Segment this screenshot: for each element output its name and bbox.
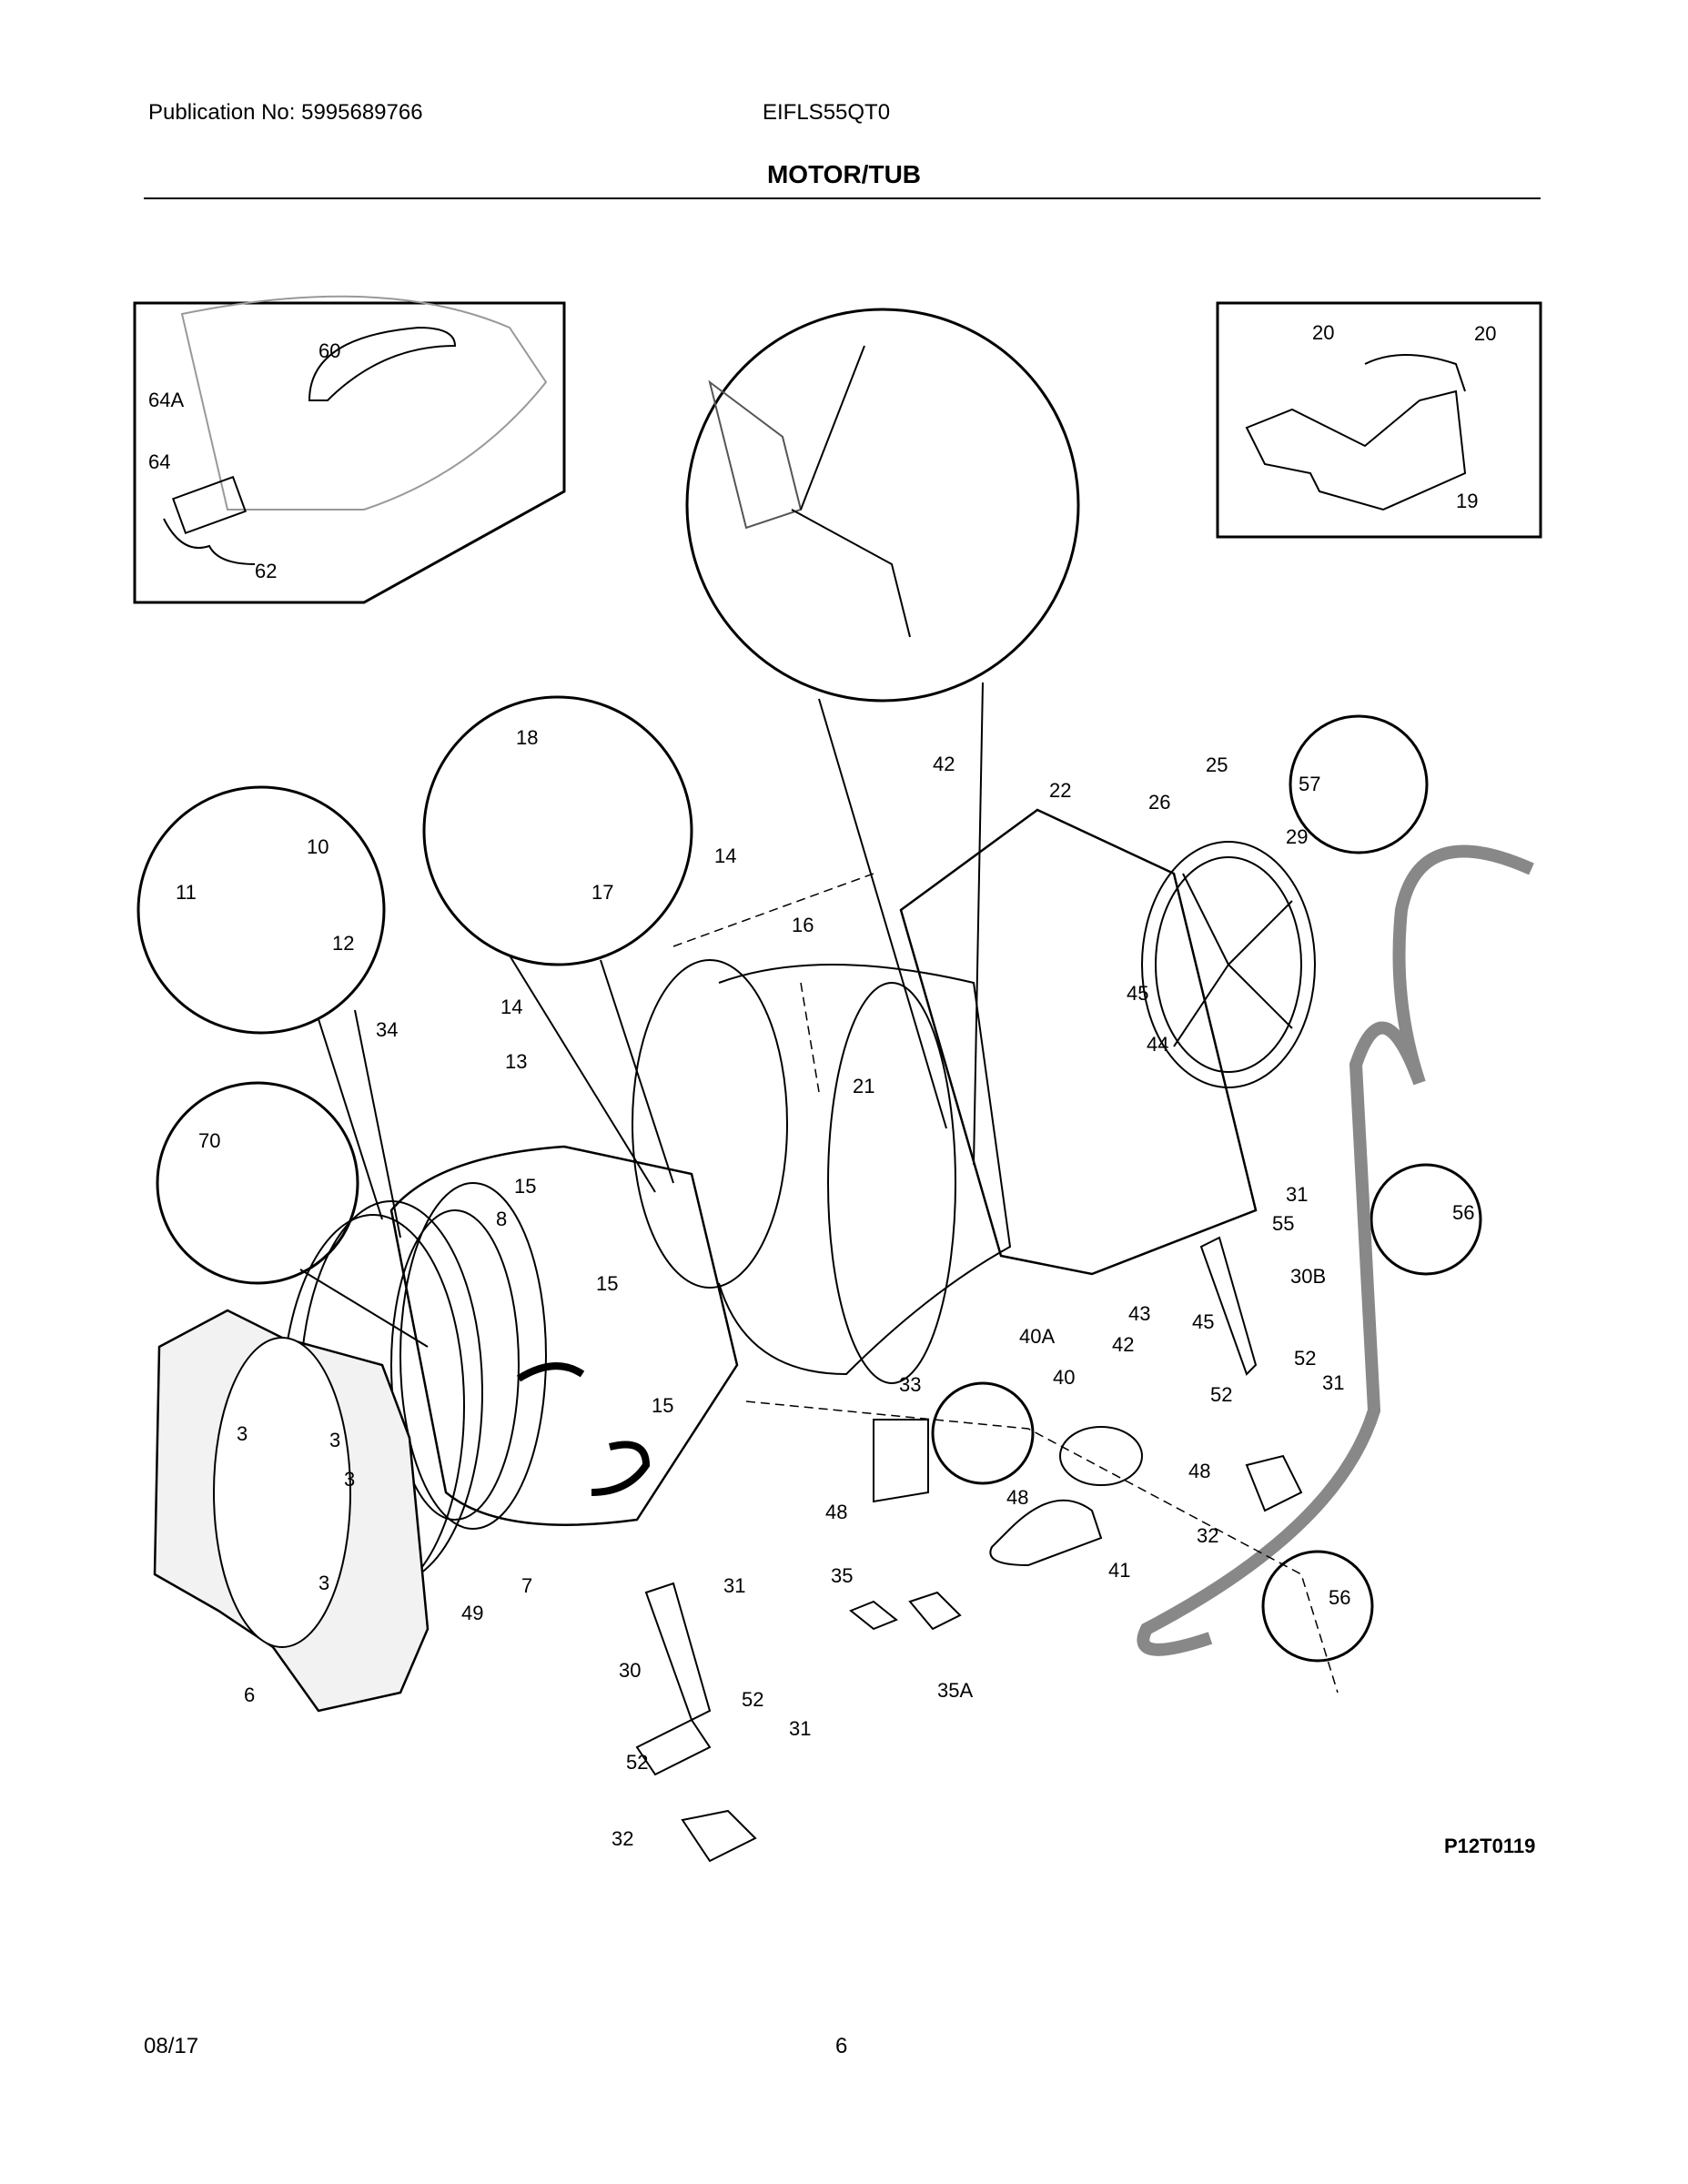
zoom-circle-connector [156, 1081, 359, 1285]
callout-60: 60 [318, 339, 340, 362]
callout-34: 34 [376, 1018, 398, 1041]
callout-labels: 60 64A 64 62 20 20 19 18 17 10 11 12 14 14 16 42 22 26 25 5… [148, 321, 1496, 1850]
zoom-circle-clip [1289, 714, 1429, 854]
publication-date: 08/17 [144, 2034, 199, 2058]
callout-52: 52 [626, 1751, 648, 1774]
outer-tub-front [389, 1145, 739, 1526]
callout-55: 55 [1272, 1212, 1294, 1235]
callout-15: 15 [652, 1394, 673, 1417]
title-rule [144, 197, 1541, 199]
callout-35A: 35A [937, 1679, 973, 1702]
callout-22: 22 [1049, 779, 1071, 802]
callout-52: 52 [1294, 1347, 1316, 1370]
callout-11: 11 [176, 881, 197, 904]
callout-30: 30 [619, 1659, 641, 1682]
callout-31: 31 [1322, 1371, 1344, 1394]
callout-13: 13 [505, 1050, 527, 1073]
callout-33: 33 [899, 1373, 921, 1396]
callout-70: 70 [198, 1129, 220, 1152]
callout-44: 44 [1147, 1033, 1168, 1056]
callout-7: 7 [521, 1574, 532, 1597]
callout-31: 31 [789, 1717, 811, 1740]
callout-14: 14 [500, 996, 522, 1018]
publication-number: Publication No: 5995689766 [148, 100, 423, 125]
callout-56: 56 [1452, 1201, 1474, 1224]
zoom-circle-filter [931, 1381, 1035, 1485]
callout-62: 62 [255, 560, 277, 582]
diagram-code: P12T0119 [1444, 1835, 1536, 1857]
drum-body [718, 964, 1012, 1376]
drum-front-rim [632, 959, 788, 1289]
callout-29: 29 [1286, 825, 1308, 848]
callout-45: 45 [1192, 1310, 1214, 1333]
foot-32 [681, 1809, 757, 1863]
callout-48: 48 [1188, 1460, 1210, 1482]
zoom-circle-hose-clamp-2 [1261, 1550, 1374, 1663]
callout-48: 48 [1006, 1486, 1028, 1509]
zoom-circle-washer [136, 785, 386, 1035]
callout-41: 41 [1108, 1559, 1130, 1582]
callout-10: 10 [307, 835, 329, 858]
callout-56: 56 [1329, 1586, 1350, 1609]
callout-26: 26 [1148, 791, 1170, 814]
callout-42: 42 [933, 753, 955, 775]
callout-52: 52 [742, 1688, 763, 1711]
callout-31: 31 [723, 1574, 745, 1597]
model-number: EIFLS55QT0 [763, 100, 891, 125]
callout-3: 3 [237, 1422, 248, 1445]
drain-hose [1137, 844, 1534, 1656]
callout-16: 16 [792, 914, 814, 936]
callout-3: 3 [318, 1572, 329, 1594]
callout-43: 43 [1128, 1302, 1150, 1325]
shock-30B [1199, 1236, 1258, 1376]
callout-40: 40 [1053, 1366, 1075, 1389]
callout-64A: 64A [148, 389, 184, 411]
callout-8: 8 [496, 1208, 507, 1230]
shock-30 [635, 1718, 712, 1776]
callout-45: 45 [1127, 982, 1148, 1005]
callout-15: 15 [596, 1272, 618, 1295]
inset-box-top-left [133, 301, 566, 604]
callout-17: 17 [591, 881, 613, 904]
callout-21: 21 [853, 1075, 874, 1097]
callout-42: 42 [1112, 1333, 1134, 1356]
callout-3: 3 [344, 1468, 355, 1491]
page-title: MOTOR/TUB [766, 160, 922, 188]
callout-15: 15 [514, 1175, 536, 1198]
callout-49: 49 [461, 1602, 483, 1624]
callout-40A: 40A [1019, 1325, 1055, 1348]
drum-rear-ring [827, 982, 956, 1384]
callout-12: 12 [332, 932, 354, 955]
callout-30B: 30B [1290, 1265, 1326, 1288]
callout-18: 18 [516, 726, 538, 749]
callout-25: 25 [1206, 753, 1228, 776]
callout-20: 20 [1312, 321, 1334, 344]
outer-tub-rear [899, 808, 1258, 1276]
callout-6: 6 [244, 1684, 255, 1706]
callout-32: 32 [1197, 1524, 1218, 1547]
callout-31: 31 [1286, 1183, 1308, 1206]
page-number: 6 [835, 2034, 848, 2058]
zoom-circle-hose-clamp [1370, 1163, 1482, 1276]
callout-52: 52 [1210, 1383, 1232, 1406]
callout-20: 20 [1474, 322, 1496, 345]
callout-19: 19 [1456, 490, 1478, 512]
inset-box-top-right [1216, 301, 1542, 539]
callout-14: 14 [714, 844, 736, 867]
callout-48: 48 [825, 1501, 847, 1523]
callout-32: 32 [612, 1827, 633, 1850]
foot-32b [1245, 1454, 1303, 1512]
pulley [1141, 841, 1316, 1088]
zoom-circle-spider [685, 308, 1080, 703]
callout-57: 57 [1299, 773, 1320, 795]
zoom-circle-baffle [422, 695, 693, 966]
callout-64: 64 [148, 450, 170, 473]
callout-35: 35 [831, 1564, 853, 1587]
callout-3: 3 [329, 1429, 340, 1451]
